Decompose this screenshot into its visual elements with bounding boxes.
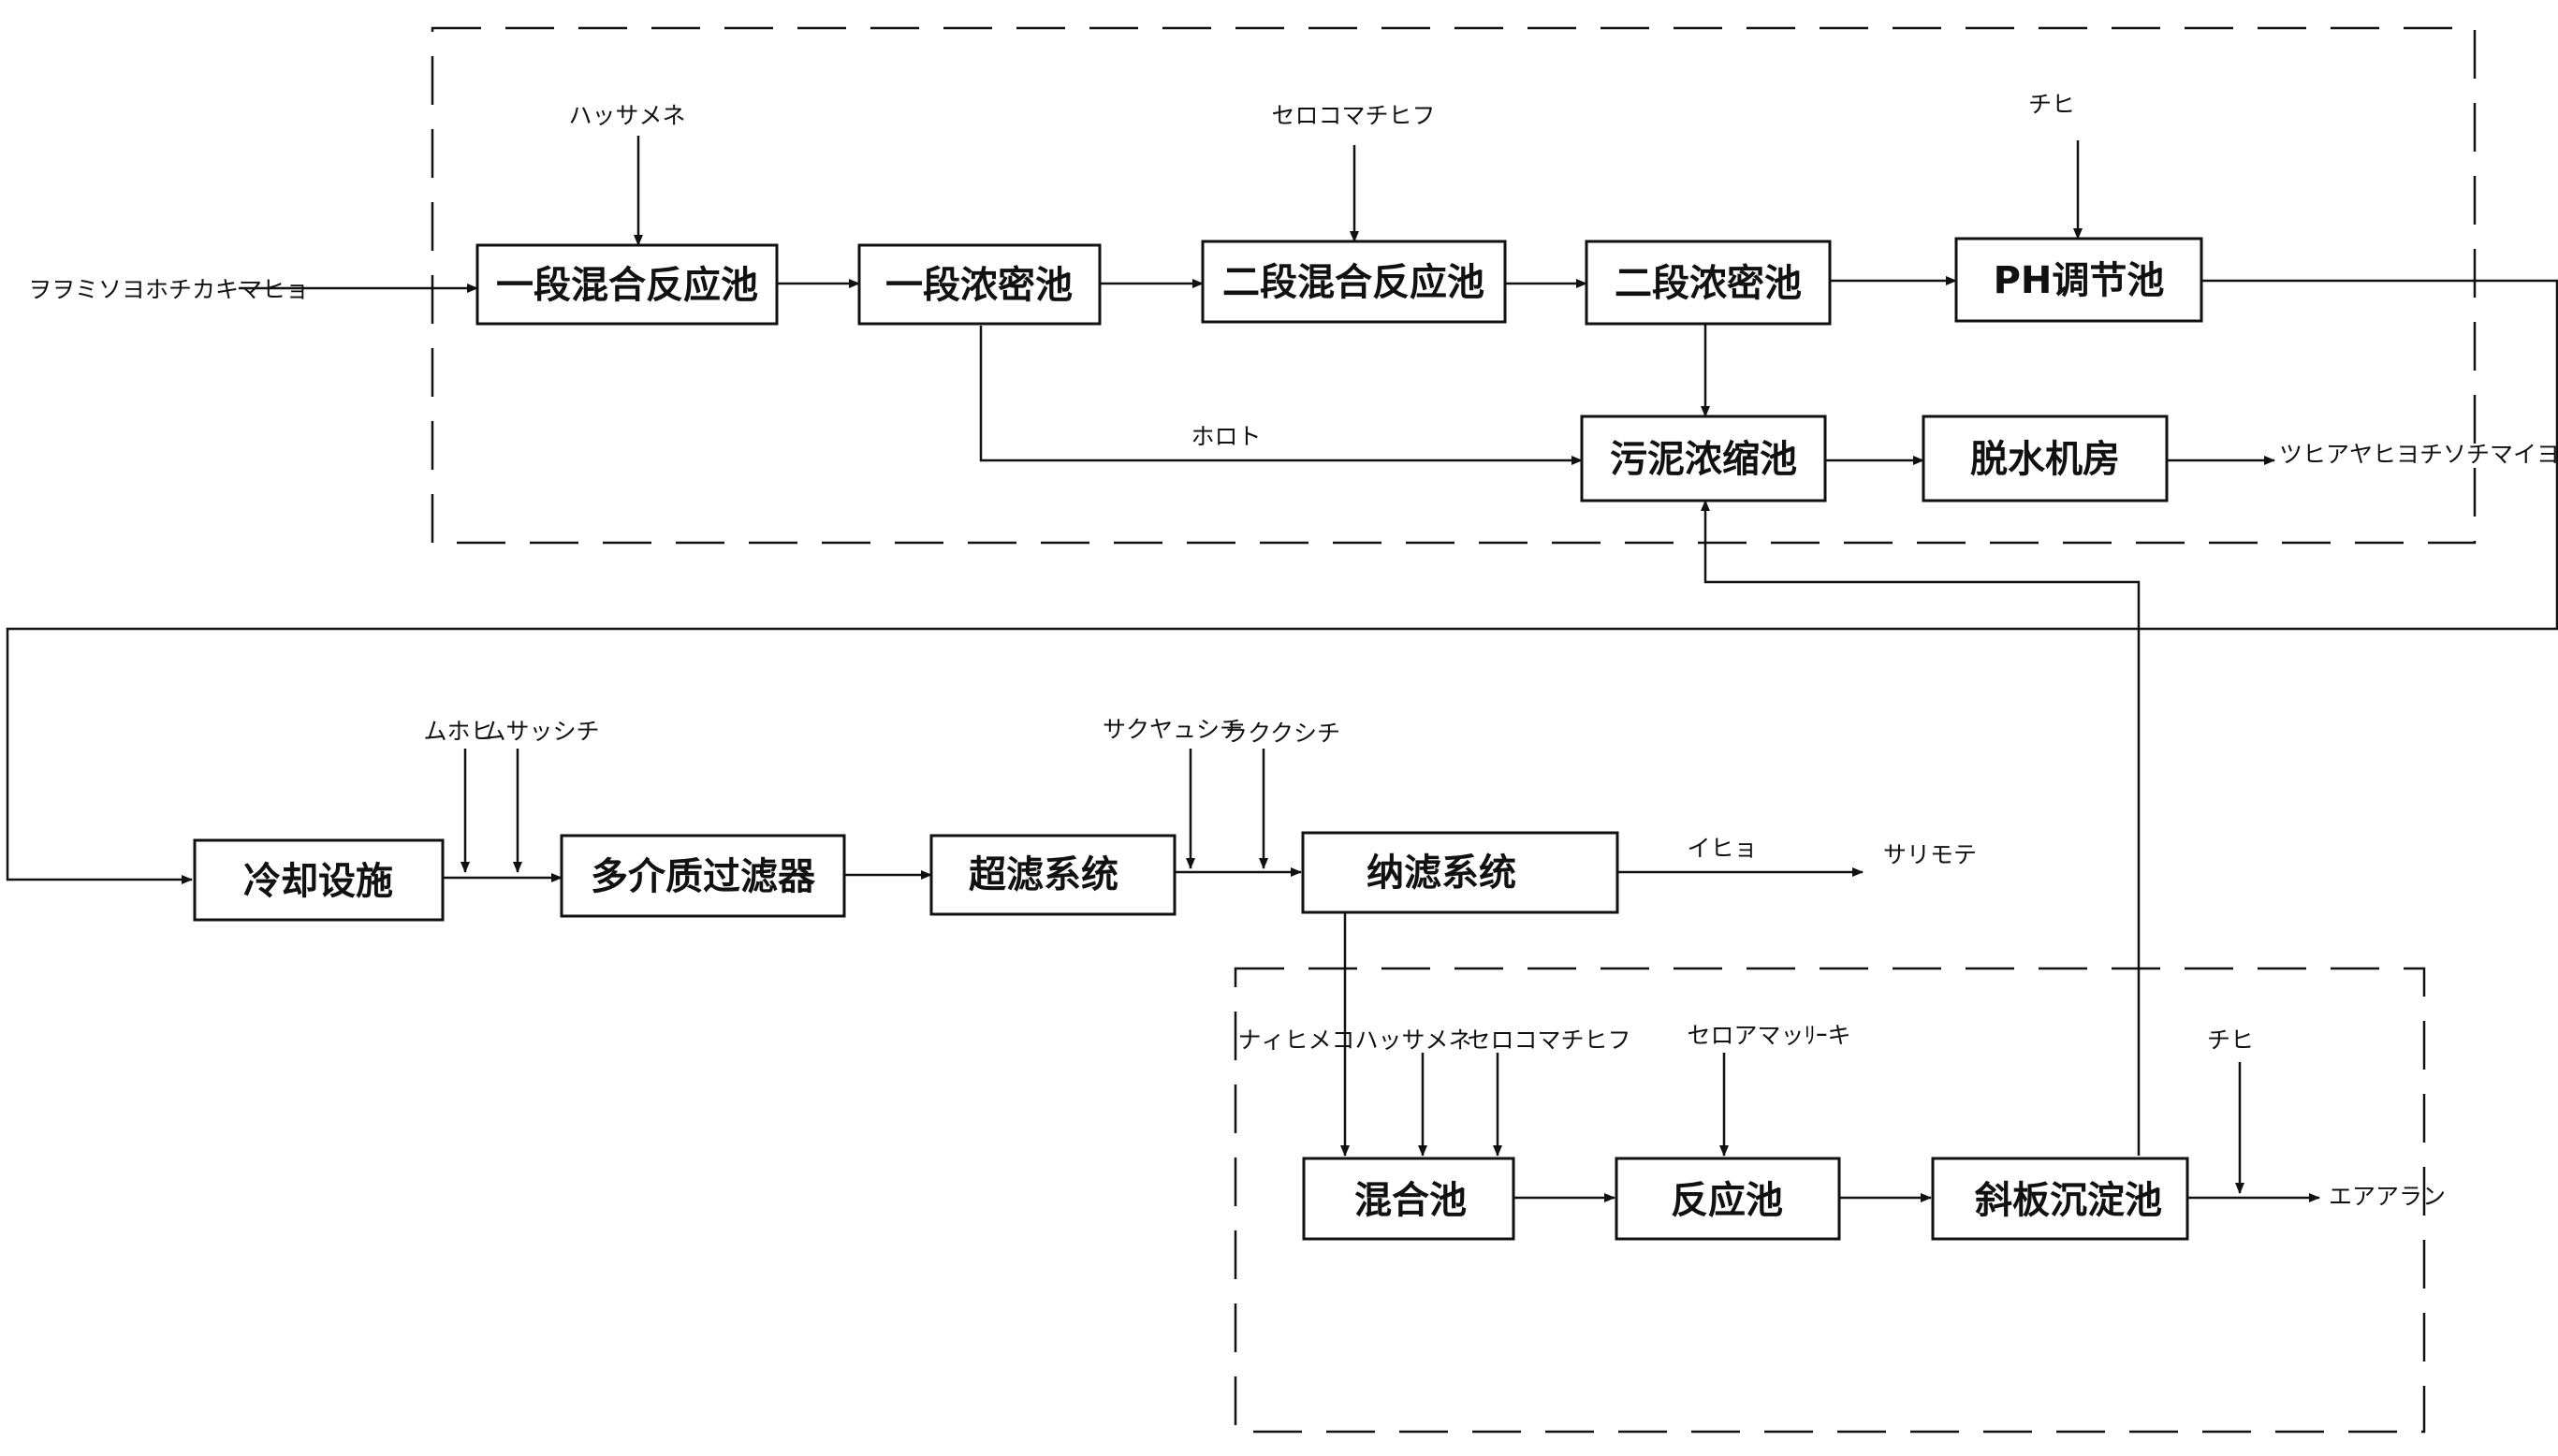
ph-to-cooling-line [6, 279, 2558, 884]
box-reaction-tank-label: 反应池 [1671, 1179, 1783, 1222]
label-discharge: エアアラン [2329, 1183, 2446, 1210]
box-stage2-thicken: 二段浓密池 [1585, 240, 1832, 326]
box-mixing-tank: 混合池 [1302, 1157, 1515, 1241]
box-reaction-tank: 反应池 [1615, 1157, 1841, 1241]
box-inclined-settler: 斜板沉淀池 [1931, 1157, 2189, 1241]
label-dose4b: ムサッシチ [482, 718, 599, 745]
box-stage2-mix-label: 二段混合反应池 [1222, 261, 1484, 304]
lower-dashed-region [1234, 967, 2426, 1434]
box-stage1-mix-label: 一段混合反应池 [496, 264, 758, 307]
box-nanofiltration-label: 纳滤系统 [1367, 852, 1516, 895]
box-stage1-thicken: 一段浓密池 [857, 243, 1102, 326]
label-cake-out: ツヒアヤヒヨチソチマイヨ [2279, 441, 2558, 468]
box-dewater-room: 脱水机房 [1922, 415, 2169, 502]
label-dose5a: サクヤュシチ [1103, 716, 1243, 743]
label-dose3: チヒ [2028, 91, 2075, 118]
box-stage2-thicken-label: 二段浓密池 [1615, 262, 1802, 305]
box-ph-adjust: PH调节池 [1954, 237, 2203, 323]
box-stage1-mix: 一段混合反应池 [475, 243, 779, 326]
label-dose4a: ムホヒ [423, 718, 493, 745]
box-cooling: 冷却设施 [193, 838, 445, 922]
underflow-line [979, 326, 1583, 465]
box-inclined-settler-label: 斜板沉淀池 [1975, 1179, 2162, 1222]
label-inflow: ヲヲミソヨホチカキマヒョ [28, 276, 309, 303]
label-dose7: セロアマッﾘｰキ [1687, 1022, 1850, 1049]
label-dose1: ハッサメネ [568, 102, 685, 129]
box-stage1-thicken-label: 一段浓密池 [885, 264, 1073, 307]
label-dose6a: ハッサメネ [1354, 1026, 1471, 1054]
box-stage2-mix: 二段混合反应池 [1201, 240, 1507, 324]
label-concentrate: ナィヒメコ [1237, 1026, 1354, 1054]
label-dose6b: セロコマチヒフ [1467, 1026, 1630, 1054]
label-dose5b: ラククシチ [1224, 720, 1340, 747]
label-dose2: セロコマチヒフ [1271, 102, 1435, 129]
box-dewater-room-label: 脱水机房 [1970, 438, 2120, 481]
box-sludge-thicken: 污泥浓缩池 [1580, 415, 1827, 502]
box-sludge-thicken-label: 污泥浓缩池 [1610, 438, 1797, 481]
label-underflow: ホロト [1191, 423, 1261, 450]
label-reuse: サリモテ [1883, 841, 1977, 868]
box-ph-adjust-label: PH调节池 [1994, 259, 2165, 302]
box-mixing-tank-label: 混合池 [1354, 1179, 1467, 1222]
box-multimedia-filter-label: 多介质过滤器 [591, 855, 816, 898]
settler-sludge-return-line [1701, 500, 2141, 1156]
box-cooling-label: 冷却设施 [243, 860, 393, 903]
box-multimedia-filter: 多介质过滤器 [560, 834, 846, 918]
box-nanofiltration: 纳滤系统 [1301, 831, 1619, 914]
label-permeate: イヒョ [1687, 835, 1757, 862]
box-ultrafiltration-label: 超滤系统 [969, 853, 1118, 896]
box-ultrafiltration: 超滤系统 [929, 834, 1177, 916]
label-dose8: チヒ [2207, 1026, 2254, 1054]
upper-dashed-region [431, 26, 2477, 545]
